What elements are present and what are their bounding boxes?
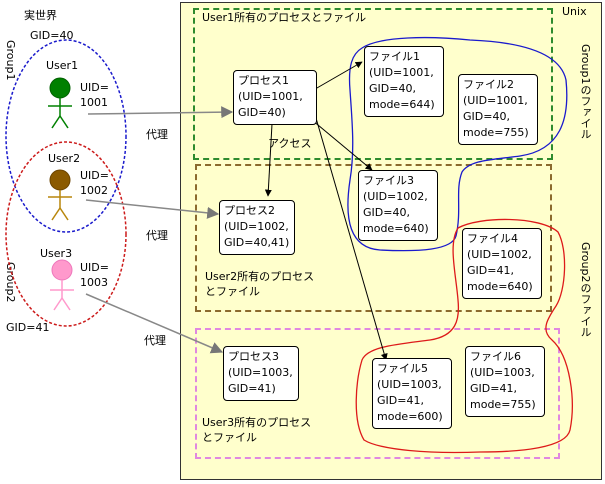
group2-files-outline bbox=[355, 218, 573, 454]
user3-figure bbox=[50, 259, 74, 311]
region-user1-label: User1所有のプロセスとファイル bbox=[202, 11, 367, 24]
access-label: アクセス bbox=[268, 137, 312, 150]
group1-label: Group1 bbox=[4, 40, 17, 81]
user1-name: User1 bbox=[46, 59, 79, 72]
user1-figure bbox=[48, 77, 72, 129]
group2-ellipse bbox=[5, 141, 127, 327]
file-6-box: ファイル6 (UID=1003, GID=41, mode=755) bbox=[465, 346, 545, 417]
proxy-arrow-1 bbox=[87, 106, 234, 119]
proxy-label-1: 代理 bbox=[146, 128, 168, 141]
file-1-box: ファイル1 (UID=1001, GID=40, mode=644) bbox=[364, 46, 444, 117]
process-3-box: プロセス3 (UID=1003, GID=41) bbox=[223, 346, 299, 401]
user2-uid: UID= 1002 bbox=[80, 169, 109, 197]
gid-group2: GID=41 bbox=[6, 321, 50, 334]
access-arrow-to-file1 bbox=[309, 61, 363, 93]
unix-title: Unix bbox=[562, 5, 587, 18]
file-4-box: ファイル4 (UID=1002, GID=41, mode=640) bbox=[462, 228, 542, 299]
proxy-label-2: 代理 bbox=[146, 229, 168, 242]
region-user2 bbox=[195, 164, 552, 312]
region-user3-label: User3所有のプロセス とファイル bbox=[202, 416, 312, 444]
user1-uid: UID= 1001 bbox=[80, 81, 109, 109]
user2-figure bbox=[48, 169, 72, 221]
group1-ellipse bbox=[5, 39, 127, 233]
process-2-box: プロセス2 (UID=1002, GID=40,41) bbox=[219, 200, 295, 255]
group2-files-label: Group2のファイル bbox=[579, 242, 592, 338]
access-arrow-to-process2 bbox=[264, 123, 273, 197]
region-user1 bbox=[193, 8, 553, 160]
group1-files-label: Group1のファイル bbox=[579, 44, 592, 140]
user3-uid: UID= 1003 bbox=[80, 261, 109, 289]
file-2-box: ファイル2 (UID=1001, GID=40, mode=755) bbox=[458, 74, 538, 145]
file-5-box: ファイル5 (UID=1003, GID=41, mode=600) bbox=[372, 358, 452, 429]
user3-name: User3 bbox=[40, 247, 73, 260]
access-arrow-to-file5 bbox=[315, 117, 388, 361]
real-world-title: 実世界 bbox=[24, 9, 57, 22]
user2-name: User2 bbox=[48, 152, 81, 165]
group1-files-outline bbox=[347, 36, 568, 252]
region-user2-label: User2所有のプロセス とファイル bbox=[205, 270, 315, 298]
proxy-arrow-2 bbox=[85, 199, 220, 219]
file-3-box: ファイル3 (UID=1002, GID=40, mode=640) bbox=[358, 170, 438, 241]
proxy-arrow-3 bbox=[85, 293, 224, 354]
group2-label: Group2 bbox=[4, 262, 17, 303]
gid-group1: GID=40 bbox=[30, 29, 74, 42]
proxy-label-3: 代理 bbox=[144, 334, 166, 347]
process-1-box: プロセス1 (UID=1001, GID=40) bbox=[233, 70, 317, 125]
